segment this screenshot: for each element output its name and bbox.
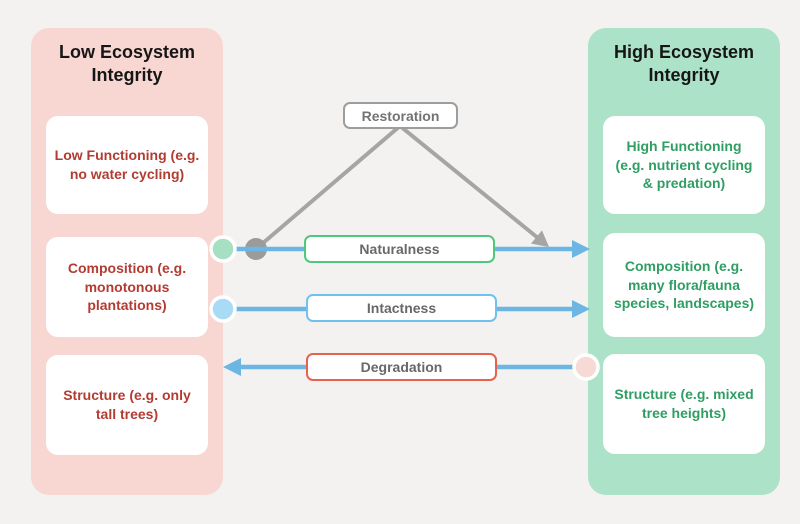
low-composition-card: Composition (e.g. monotonous plantations… — [46, 237, 208, 337]
low-structure-card: Structure (e.g. only tall trees) — [46, 355, 208, 455]
pink-dot-icon — [572, 353, 600, 381]
degradation-label: Degradation — [360, 359, 443, 375]
low-functioning-label: Low Functioning (e.g. no water cycling) — [54, 147, 200, 182]
high-composition-label: Composition (e.g. many flora/fauna speci… — [613, 257, 755, 312]
low-ecosystem-integrity-title: Low Ecosystem Integrity — [58, 42, 196, 86]
restoration-arrowhead-icon — [531, 230, 549, 247]
low-structure-label: Structure (e.g. only tall trees) — [63, 387, 191, 422]
high-ecosystem-integrity-title: High Ecosystem Integrity — [613, 42, 755, 86]
intactness-label: Intactness — [366, 300, 437, 316]
high-structure-label: Structure (e.g. mixed tree heights) — [614, 386, 754, 421]
high-ecosystem-integrity-panel: High Ecosystem Integrity High Functionin… — [588, 28, 780, 495]
naturalness-label: Naturalness — [359, 241, 440, 257]
high-functioning-label: High Functioning (e.g. nutrient cycling … — [615, 137, 753, 192]
blue-dot-icon — [209, 295, 237, 323]
low-functioning-card: Low Functioning (e.g. no water cycling) — [46, 116, 208, 214]
high-structure-card: Structure (e.g. mixed tree heights) — [603, 354, 765, 454]
intactness-arrowhead-icon — [572, 300, 590, 318]
intactness-box: Intactness — [306, 294, 497, 322]
restoration-box: Restoration — [343, 102, 458, 129]
green-dot-icon — [209, 235, 237, 263]
high-functioning-card: High Functioning (e.g. nutrient cycling … — [603, 116, 765, 214]
degradation-arrowhead-icon — [223, 358, 241, 376]
restoration-label: Restoration — [361, 107, 440, 124]
naturalness-box: Naturalness — [304, 235, 495, 263]
degradation-box: Degradation — [306, 353, 497, 381]
restoration-arrow — [245, 124, 549, 260]
naturalness-arrowhead-icon — [572, 240, 590, 258]
low-ecosystem-integrity-panel: Low Ecosystem Integrity Low Functioning … — [31, 28, 223, 495]
high-composition-card: Composition (e.g. many flora/fauna speci… — [603, 233, 765, 337]
low-composition-label: Composition (e.g. monotonous plantations… — [67, 259, 187, 314]
